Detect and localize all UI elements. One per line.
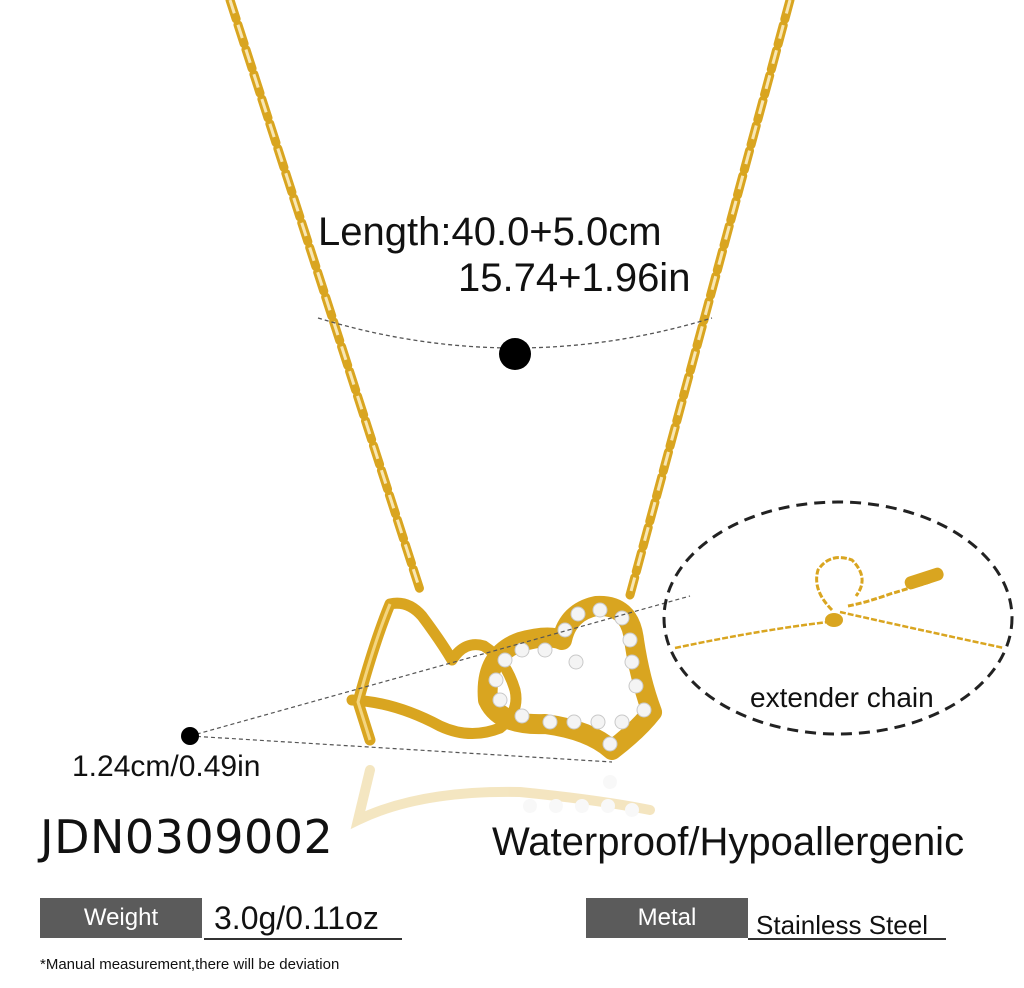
pendant-width-label: 1.24cm/0.49in — [72, 750, 261, 783]
product-sku: JDN0309002 — [40, 810, 334, 864]
product-features: Waterproof/Hypoallergenic — [492, 820, 965, 864]
measurement-footnote: *Manual measurement,there will be deviat… — [40, 956, 340, 973]
chain-left-icon — [225, 0, 425, 595]
weight-value: 3.0g/0.11oz — [214, 900, 379, 936]
open-heart-icon — [346, 597, 522, 746]
length-in-label: 15.74+1.96in — [458, 256, 691, 300]
width-measure-lines — [181, 595, 691, 763]
weight-underline — [204, 938, 402, 940]
extender-chain-label: extender chain — [750, 682, 934, 713]
crystal-heart-icon — [477, 595, 662, 760]
length-dot — [499, 338, 531, 370]
reflection-icon — [350, 765, 655, 830]
metal-value: Stainless Steel — [756, 910, 928, 940]
length-cm-label: Length:40.0+5.0cm — [318, 210, 662, 254]
metal-underline — [748, 938, 946, 940]
weight-label: Weight — [40, 898, 202, 938]
chain-right-icon — [625, 0, 795, 600]
metal-label: Metal — [586, 898, 748, 938]
extender-chain-icon — [674, 556, 1005, 650]
extender-callout-circle — [662, 500, 1014, 736]
